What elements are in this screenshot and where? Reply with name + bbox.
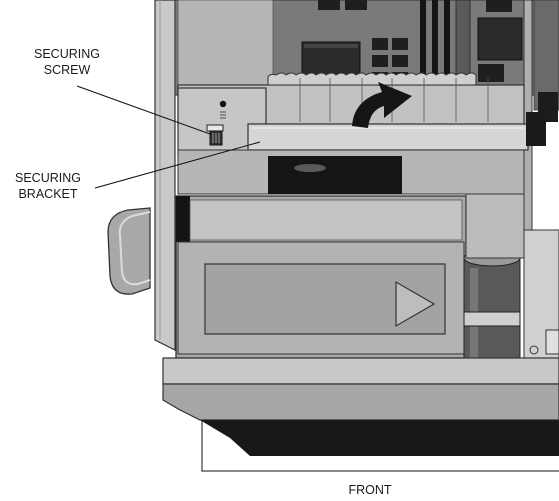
side-latch-handle xyxy=(107,207,151,295)
direction-arrow-icon xyxy=(352,82,412,128)
front-panel xyxy=(162,357,559,456)
label-securing-bracket-1: SECURING xyxy=(15,171,81,185)
chassis-left-wall xyxy=(154,0,176,351)
drive-unit xyxy=(175,195,467,359)
play-triangle-icon xyxy=(395,280,436,328)
securing-screw xyxy=(206,124,224,146)
label-securing-screw-1: SECURING xyxy=(34,47,100,61)
right-board-edge xyxy=(465,193,559,371)
label-securing-screw-2: SCREW xyxy=(44,63,91,77)
cylinder-component xyxy=(463,249,521,370)
callout-lines xyxy=(76,85,559,472)
label-front: FRONT xyxy=(348,483,391,497)
label-securing-bracket-2: BRACKET xyxy=(18,187,77,201)
securing-bracket xyxy=(177,112,546,195)
